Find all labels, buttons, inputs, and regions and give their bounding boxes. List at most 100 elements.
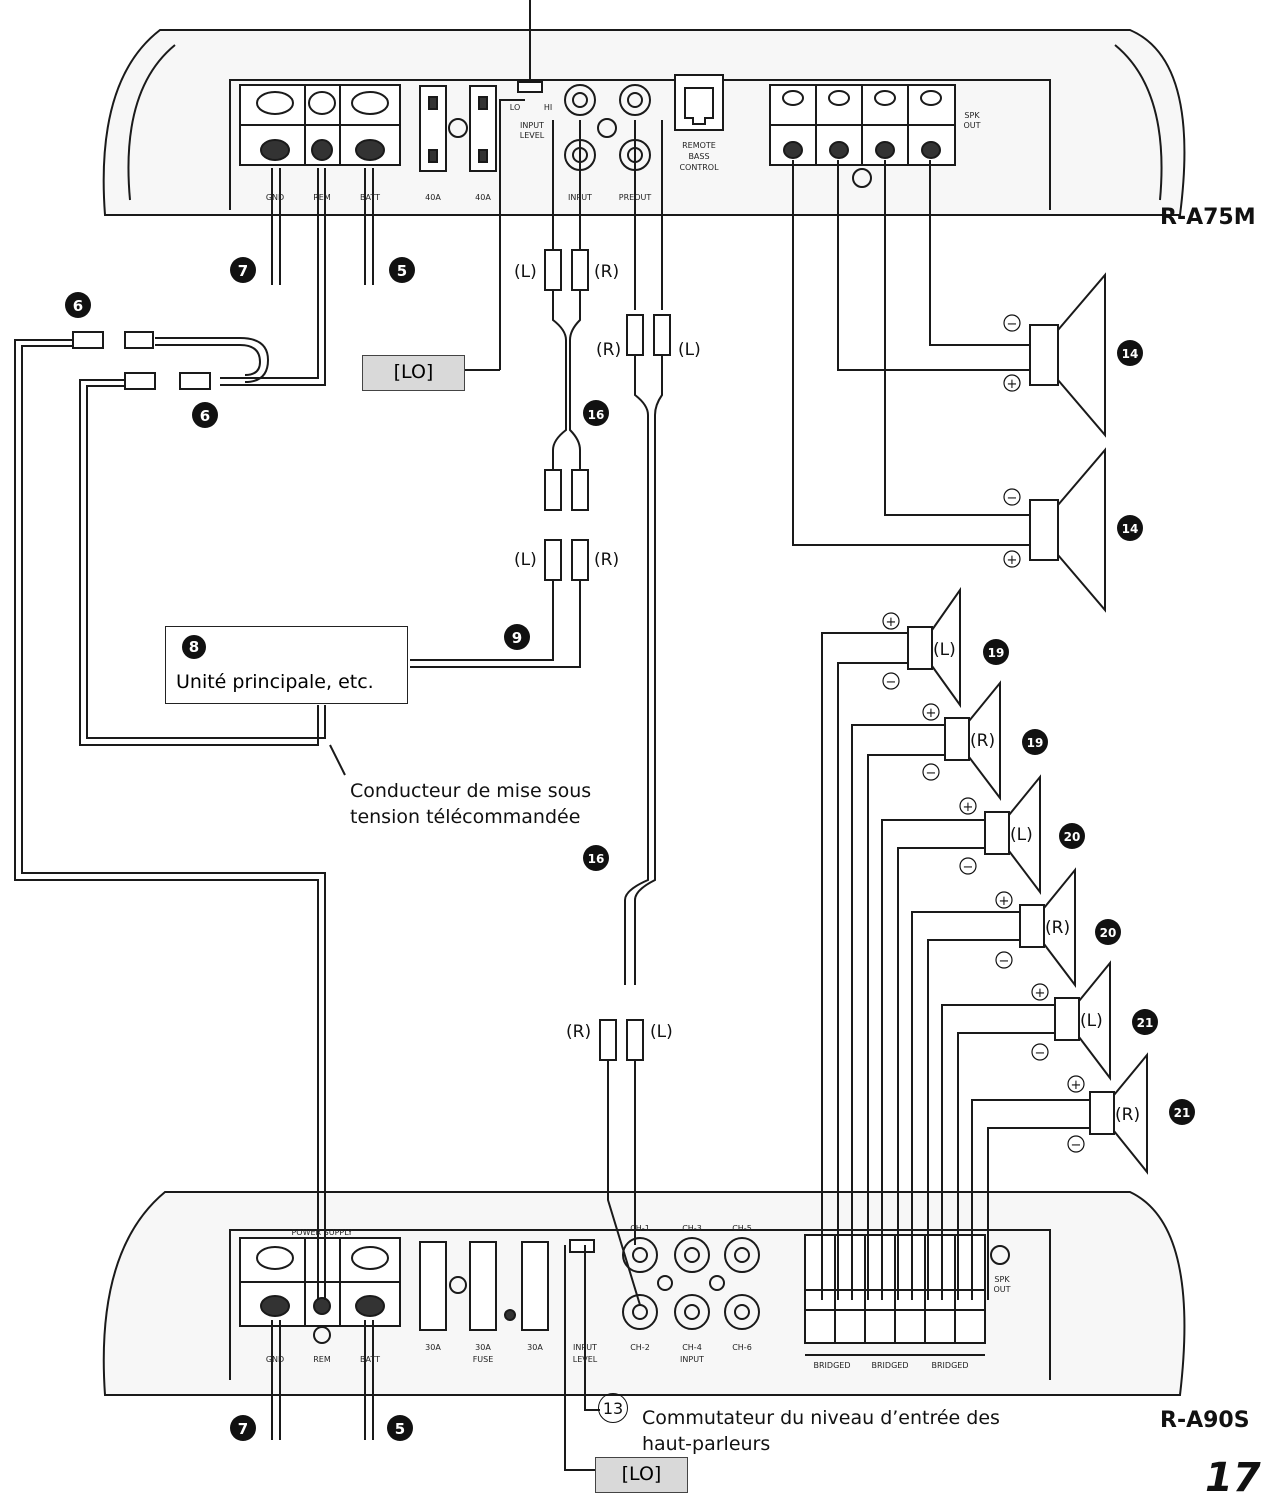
- bridged-label-3: BRIDGED: [932, 1361, 969, 1370]
- bridged-label-1: BRIDGED: [814, 1361, 851, 1370]
- ch1-label: CH-1: [630, 1224, 650, 1233]
- svg-text:21: 21: [1137, 1016, 1154, 1030]
- channel-tags: (L) (R) (R) (L) (L) (R) (R) (L) (L) (R) …: [514, 262, 1140, 1125]
- bottom-amplifier: [102, 1191, 1186, 1396]
- callout-8: 8: [182, 635, 206, 659]
- bottom-spk-label1: SPK: [994, 1275, 1010, 1284]
- top-batt-label: BATT: [360, 193, 380, 202]
- bottom-speakers: [821, 586, 1148, 1300]
- callout-9: 9: [504, 624, 530, 650]
- callout-19-b: 19: [1022, 729, 1048, 755]
- power-supply-label: POWER SUPPLY: [291, 1228, 352, 1237]
- callout-14-a: 14: [1117, 340, 1143, 366]
- bottom-fuse2-label: 30A: [475, 1343, 491, 1352]
- callout-13: 13: [598, 1393, 628, 1423]
- svg-text:5: 5: [395, 1420, 405, 1438]
- rca-cables: [410, 0, 671, 1471]
- remote-lead-line2: tension télécommandée: [350, 806, 581, 828]
- callout-5-top: 5: [389, 257, 415, 283]
- top-spk-label1: SPK: [964, 111, 980, 120]
- polarity-sign: +: [926, 706, 937, 721]
- polarity-sign: +: [1007, 377, 1018, 392]
- svg-text:9: 9: [512, 629, 522, 647]
- svg-text:7: 7: [238, 1420, 248, 1438]
- bottom-input-level-1: INPUT: [573, 1343, 597, 1352]
- svg-text:20: 20: [1100, 926, 1117, 940]
- input-level-switch-label: Commutateur du niveau d’entrée des haut-…: [642, 1405, 1000, 1457]
- spk-tag-r-2: (R): [1045, 918, 1070, 938]
- top-switch-hi: HI: [544, 103, 552, 112]
- callout-7-bottom: 7: [230, 1415, 256, 1441]
- svg-text:16: 16: [588, 852, 605, 866]
- svg-text:21: 21: [1174, 1106, 1191, 1120]
- top-gnd-label: GND: [266, 193, 284, 202]
- svg-text:19: 19: [988, 646, 1005, 660]
- ch3-label: CH-3: [682, 1224, 702, 1233]
- polarity-sign: −: [1007, 317, 1018, 332]
- callout-19-a: 19: [983, 639, 1009, 665]
- input-level-switch-line1: Commutateur du niveau d’entrée des: [642, 1407, 1000, 1429]
- polarity-sign: −: [886, 675, 897, 690]
- remote-label2: BASS: [688, 152, 709, 161]
- callout-21-a: 21: [1132, 1009, 1158, 1035]
- svg-text:20: 20: [1064, 830, 1081, 844]
- top-input-level-label1: INPUT: [520, 121, 544, 130]
- callout-21-b: 21: [1169, 1099, 1195, 1125]
- page-number: 17: [1205, 1455, 1261, 1501]
- bottom-batt-label: BATT: [360, 1355, 380, 1364]
- callout-16-a: 16: [583, 400, 609, 426]
- spk-tag-l-3: (L): [1080, 1011, 1103, 1031]
- lo-box-top: [LO]: [362, 355, 465, 391]
- tag-r-4: (R): [566, 1022, 591, 1042]
- top-switch-lo: LO: [510, 103, 520, 112]
- callouts: 7 5 6 6 16 9 14 14 16 19 19 20 20 21 21 …: [65, 257, 1195, 1441]
- polarity-sign: −: [1035, 1046, 1046, 1061]
- ch6-label: CH-6: [732, 1343, 752, 1352]
- model-top: R-A75M: [1160, 205, 1256, 230]
- polarity-sign: −: [999, 954, 1010, 969]
- polarity-sign: +: [1035, 986, 1046, 1001]
- bottom-fuse1-label: 30A: [425, 1343, 441, 1352]
- top-speaker-wires: [792, 160, 1030, 546]
- top-speakers: [1029, 272, 1106, 613]
- callout-5-bottom: 5: [387, 1415, 413, 1441]
- remote-lead-label: Conducteur de mise sous tension télécomm…: [350, 778, 591, 830]
- top-fuse1-label: 40A: [425, 193, 441, 202]
- polarity-sign: −: [1071, 1138, 1082, 1153]
- bottom-rem-label: REM: [313, 1355, 331, 1364]
- bottom-spk-label2: OUT: [993, 1285, 1010, 1294]
- polarity-marks: [882, 314, 1085, 1153]
- remote-label1: REMOTE: [682, 141, 716, 150]
- fuse-label: FUSE: [473, 1355, 494, 1364]
- bottom-gnd-label: GND: [266, 1355, 284, 1364]
- polarity-sign: +: [1071, 1078, 1082, 1093]
- tag-l-2: (L): [678, 340, 701, 360]
- svg-text:7: 7: [238, 262, 248, 280]
- svg-text:16: 16: [588, 408, 605, 422]
- svg-text:14: 14: [1122, 522, 1139, 536]
- main-unit-box: 8 Unité principale, etc.: [165, 626, 408, 704]
- remote-label3: CONTROL: [679, 163, 719, 172]
- svg-text:14: 14: [1122, 347, 1139, 361]
- polarity-sign: −: [963, 860, 974, 875]
- polarity-sign: −: [1007, 491, 1018, 506]
- lo-box-bottom: [LO]: [595, 1457, 688, 1493]
- top-input-label: INPUT: [568, 193, 592, 202]
- bottom-amp-labels: POWER SUPPLY GND REM BATT 30A 30A 30A FU…: [266, 1224, 1011, 1370]
- svg-text:6: 6: [200, 407, 210, 425]
- polarity-sign: +: [963, 800, 974, 815]
- callout-6-b: 6: [192, 402, 218, 428]
- main-unit-label: Unité principale, etc.: [176, 671, 374, 693]
- tag-l-4: (L): [650, 1022, 673, 1042]
- callout-7-top: 7: [230, 257, 256, 283]
- spk-tag-l-1: (L): [933, 640, 956, 660]
- spk-tag-l-2: (L): [1010, 825, 1033, 845]
- top-amplifier: [102, 29, 1186, 216]
- bottom-fuse3-label: 30A: [527, 1343, 543, 1352]
- polarity-sign: −: [926, 766, 937, 781]
- callout-14-b: 14: [1117, 515, 1143, 541]
- ch5-label: CH-5: [732, 1224, 752, 1233]
- svg-text:5: 5: [397, 262, 407, 280]
- bottom-input-level-2: LEVEL: [573, 1355, 598, 1364]
- tag-r-3: (R): [594, 550, 619, 570]
